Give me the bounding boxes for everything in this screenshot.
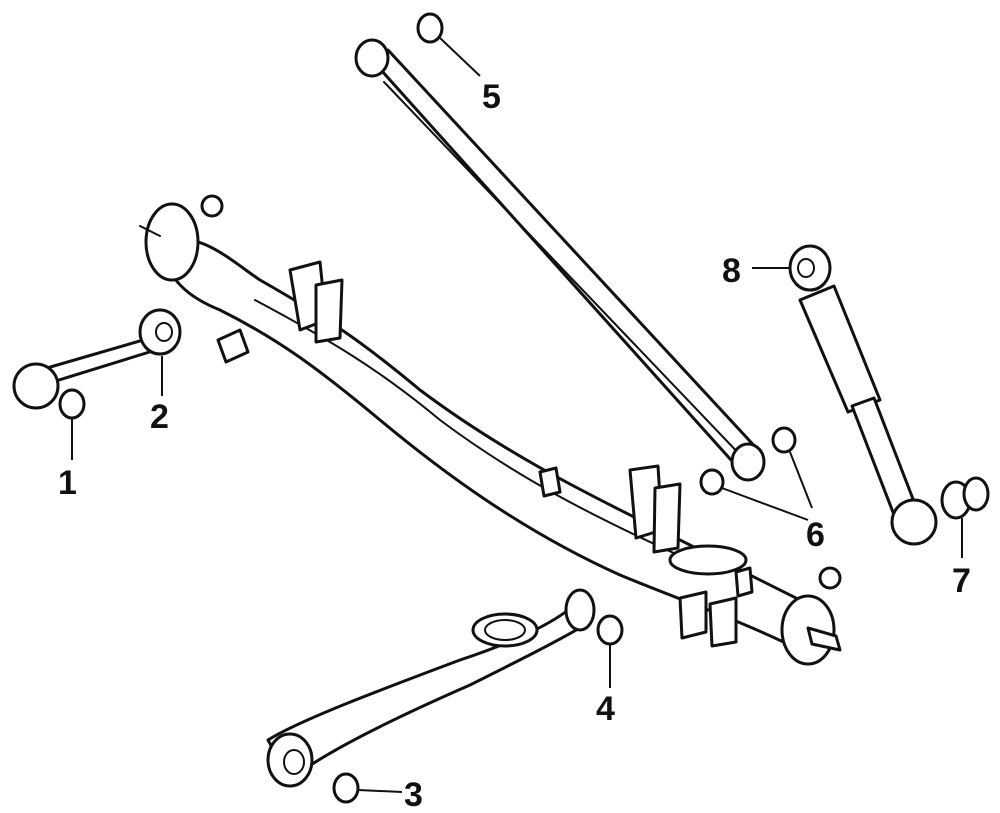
shock-absorber (788, 244, 938, 546)
lateral-link (12, 308, 182, 410)
callout-8: 8 (722, 252, 741, 290)
callout-1: 1 (58, 464, 77, 502)
bushing-6b (771, 426, 797, 454)
bushing-6a (699, 468, 725, 496)
callout-5: 5 (482, 78, 501, 116)
bushing-4 (596, 614, 624, 646)
callout-2: 2 (150, 398, 169, 436)
axle-beam (139, 194, 842, 666)
callout-7: 7 (952, 562, 971, 600)
callout-labels: 1 2 3 4 5 6 7 8 (58, 78, 971, 813)
leader-lines (71, 37, 963, 793)
bushing-3 (332, 772, 360, 804)
bushing-5 (416, 12, 444, 44)
upper-control-rod (354, 38, 766, 482)
callout-4: 4 (596, 690, 615, 728)
bushing-1 (58, 388, 86, 420)
callout-3: 3 (404, 776, 423, 813)
bushing-7 (940, 476, 990, 520)
callout-6: 6 (806, 516, 825, 554)
trailing-arm (266, 588, 596, 788)
